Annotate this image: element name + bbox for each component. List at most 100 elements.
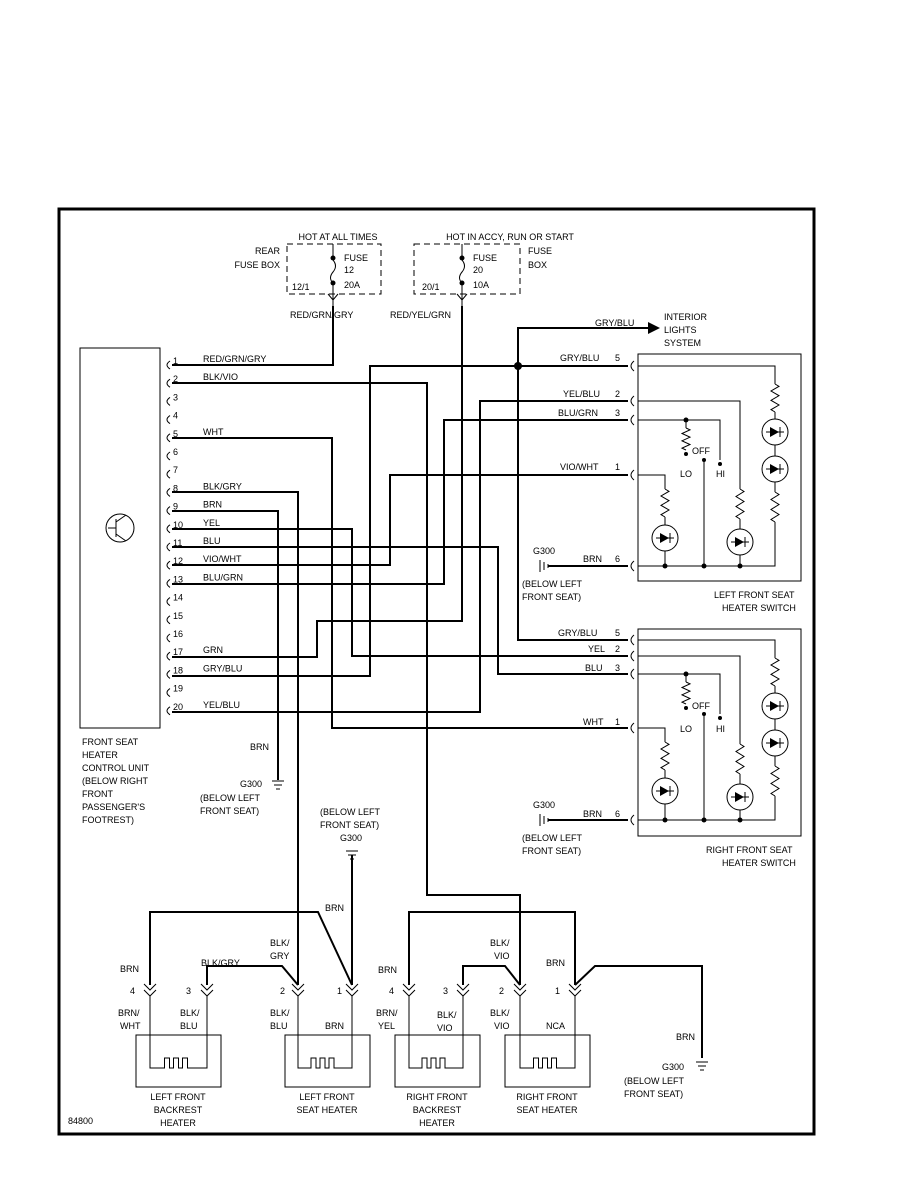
heater-lfb-box [135,1034,222,1088]
resistor [660,741,670,771]
rs-pin2: 2 [615,644,620,654]
wire-pin18 [172,365,518,677]
cu-pin-number: 13 [173,574,183,584]
control-unit-box [79,347,161,729]
ls-wire3: BLU/GRN [558,408,598,418]
cu-pin-terminal [166,651,171,661]
resistor [770,765,780,797]
cu-pin-number: 8 [173,483,178,493]
heating-element-icon [149,1057,208,1069]
cu-label-0: FRONT SEAT [82,737,139,747]
lfs-wa-bot-2: BLU [270,1021,288,1031]
rfs-wa-top-2: VIO [494,951,510,961]
interior-label-2: LIGHTS [664,325,697,335]
mid-ground-name: G300 [340,833,362,843]
rfs-pb: 1 [555,986,560,996]
ls-lo: LO [680,469,692,479]
cu-pin-terminal [166,378,171,388]
cu-pin-number: 20 [173,702,183,712]
resistor [735,488,745,520]
cu-pin-number: 15 [173,611,183,621]
ground-icon [539,814,549,826]
ls-pin3: 3 [615,408,620,418]
connector-icon [568,983,582,991]
resistor [680,681,692,705]
rs-label-2: HEATER SWITCH [722,858,796,868]
ls-ground: G300 [533,546,555,556]
lfs-pa: 2 [280,986,285,996]
lfb-pb: 3 [186,986,191,996]
transistor-icon [105,513,135,543]
interior-wire: GRY/BLU [595,318,634,328]
lfb-wb-bot-2: BLU [180,1021,198,1031]
lfb-wa-bot-1: BRN/ [118,1008,140,1018]
cu-ground-note-2: FRONT SEAT) [200,806,259,816]
connector-icon [291,983,305,991]
fuse-right-terminal: 20/1 [422,282,440,292]
wire-pin1 [172,306,334,366]
rs-ground-note-1: (BELOW LEFT [522,833,583,843]
cu-pin-wire: GRN [203,645,223,655]
rfb-label-3: HEATER [419,1118,455,1128]
lfb-wa-top: BRN [120,964,139,974]
resistor [770,383,780,413]
rs-pin3: 3 [615,663,620,673]
heating-element-icon [408,1057,464,1069]
left-switch: GRY/BLU 5 YEL/BLU 2 BLU/GRN 3 VIO/WHT 1 … [522,353,802,613]
rs-wire2: YEL [588,644,605,654]
cu-pin-wire: BLK/VIO [203,372,238,382]
interior-label-1: INTERIOR [664,312,708,322]
cu-pin-terminal [166,396,171,406]
fuse-left-box-label-2: FUSE BOX [234,260,280,270]
ls-label-1: LEFT FRONT SEAT [714,590,795,600]
lfs-label-2: SEAT HEATER [296,1105,358,1115]
fuse-right-box [413,243,521,295]
rs-label-1: RIGHT FRONT SEAT [706,845,793,855]
wire-pin13 [172,419,628,585]
rfs-wa-top-1: BLK/ [490,938,510,948]
heaters: BRN BLK/GRY 4 3 BRN/ WHT BLK/ BLU LEFT F… [118,938,591,1128]
cu-pin-number: 7 [173,465,178,475]
ls-pin1: 1 [615,462,620,472]
switch-connector [630,360,635,372]
mid-ground: (BELOW LEFT FRONT SEAT) G300 BRN [320,807,381,913]
fuse-left-word: FUSE [344,253,368,263]
fuse-left-box [286,243,382,295]
cu-pin-number: 4 [173,411,178,421]
switch-connector [630,560,635,572]
cu-pin-number: 17 [173,647,183,657]
mid-ground-note-1: (BELOW LEFT [320,807,381,817]
lfs-pb: 1 [337,986,342,996]
rfb-wa-top: BRN [378,965,397,975]
wire-pin2 [172,382,521,985]
switch-connector [630,722,635,734]
fuse-box-left: HOT AT ALL TIMES REAR FUSE BOX FUSE 12 2… [234,232,382,320]
rfs-wa-bot-1: BLK/ [490,1008,510,1018]
lfs-wa-top-1: BLK/ [270,938,290,948]
cu-pin-terminal [166,615,171,625]
cu-pin-terminal [166,469,171,479]
fuse-right-word: FUSE [473,253,497,263]
wire-pin9 [172,510,279,780]
connector-icon [402,983,416,991]
ls-wire5: GRY/BLU [560,353,599,363]
rs-wire1: WHT [583,717,604,727]
fuse-box-right: HOT IN ACCY, RUN OR START FUSE BOX FUSE … [390,232,574,320]
cu-label-2: CONTROL UNIT [82,763,150,773]
bottom-ground-name: G300 [662,1062,684,1072]
rfs-pa: 2 [499,986,504,996]
cu-pin-number: 3 [173,392,178,402]
fuse-right-element [459,259,465,284]
ls-ground-note-1: (BELOW LEFT [522,579,583,589]
connector-icon [143,983,157,991]
cu-pin-wire: YEL/BLU [203,700,240,710]
rfs-wb-bot: NCA [546,1021,565,1031]
rfs-wa-bot-2: VIO [494,1021,510,1031]
cu-pin-terminal [166,360,171,370]
heating-element-icon [297,1057,353,1069]
ls-pin2: 2 [615,389,620,399]
rs-pin6: 6 [615,809,620,819]
heater-lfs-box [284,1034,371,1088]
rs-wire3: BLU [585,663,603,673]
cu-ground-name: G300 [240,779,262,789]
